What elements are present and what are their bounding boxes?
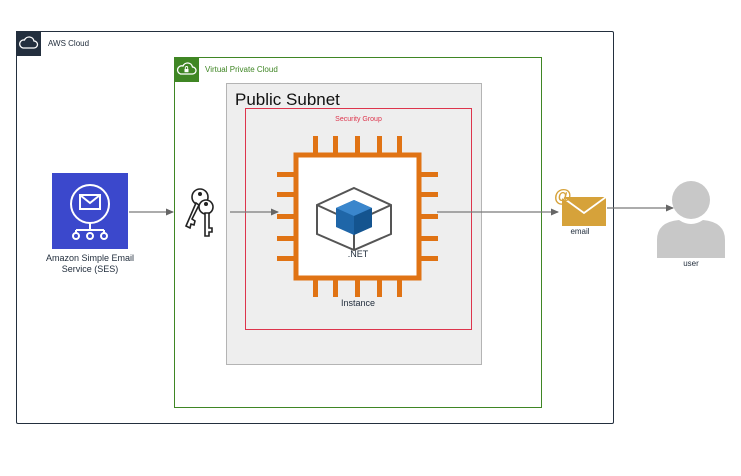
email-envelope-icon: @ bbox=[553, 186, 607, 227]
dotnet-label: .NET bbox=[347, 249, 369, 259]
keys-icon bbox=[178, 186, 220, 238]
instance-label: Instance bbox=[340, 298, 376, 308]
email-label: email bbox=[570, 227, 590, 236]
vpc-cloud-lock-icon bbox=[174, 57, 199, 82]
user-label: user bbox=[683, 259, 699, 268]
security-group bbox=[245, 108, 472, 330]
vpc-title: Virtual Private Cloud bbox=[205, 65, 278, 74]
aws-cloud-title: AWS Cloud bbox=[48, 39, 90, 48]
aws-cloud-group bbox=[16, 31, 614, 424]
ses-label: Amazon Simple Email Service (SES) bbox=[45, 253, 135, 274]
svg-text:@: @ bbox=[554, 187, 572, 206]
security-group-title: Security Group bbox=[335, 116, 382, 123]
user-icon bbox=[655, 180, 727, 258]
cloud-icon bbox=[16, 31, 41, 56]
vpc-group bbox=[174, 57, 542, 408]
dotnet-cube-icon bbox=[314, 186, 394, 252]
ses-email-icon bbox=[52, 173, 128, 249]
public-subnet-title: Public Subnet bbox=[235, 90, 340, 109]
